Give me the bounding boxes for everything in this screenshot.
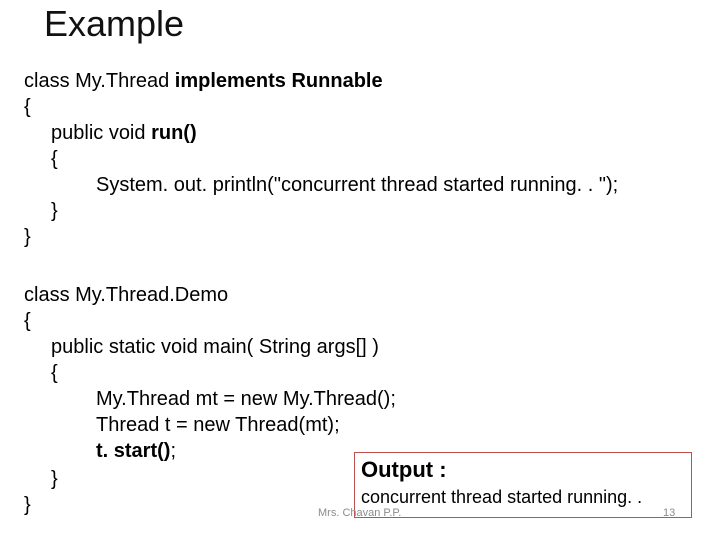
code-keyword: implements Runnable <box>174 70 383 92</box>
output-label: Output : <box>361 457 447 482</box>
slide-title: Example <box>44 3 185 44</box>
code-line: public void run() <box>51 120 197 146</box>
code-line: { <box>51 362 58 384</box>
code-line: public static void main( String args[] ) <box>51 336 379 358</box>
code-line: System. out. println("concurrent thread … <box>96 174 619 196</box>
code-line: } <box>51 200 58 222</box>
code-text: class My.Thread <box>24 70 175 92</box>
code-line: t. start(); <box>96 438 176 464</box>
code-text: public void <box>51 122 152 144</box>
code-keyword: t. start() <box>96 440 171 462</box>
code-line: My.Thread mt = new My.Thread(); <box>96 388 396 410</box>
code-line: } <box>24 226 31 248</box>
page-number: 13 <box>663 507 676 519</box>
code-line: class My.Thread implements Runnable <box>24 68 383 94</box>
code-line: { <box>24 96 31 118</box>
code-line: { <box>51 148 58 170</box>
code-text: ; <box>170 440 177 462</box>
footer-author: Mrs. Chavan P.P. <box>318 507 402 519</box>
output-box: Output : concurrent thread started runni… <box>354 452 692 518</box>
code-keyword: run() <box>151 122 197 144</box>
code-line: { <box>24 310 31 332</box>
code-line: Thread t = new Thread(mt); <box>96 414 340 436</box>
code-line: } <box>51 468 58 490</box>
code-line: } <box>24 494 31 516</box>
code-line: class My.Thread.Demo <box>24 284 229 306</box>
output-text: concurrent thread started running. . <box>361 487 643 507</box>
